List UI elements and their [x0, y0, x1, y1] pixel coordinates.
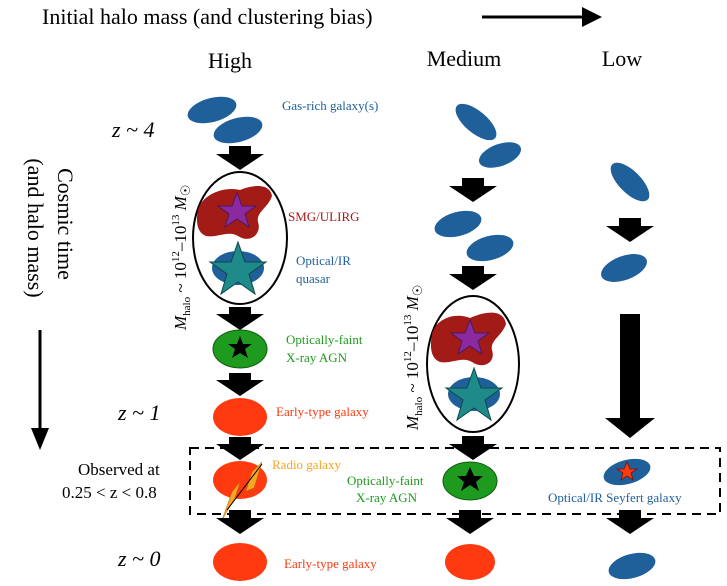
- medium-halo-ellipse: [426, 295, 520, 433]
- medium-arrow-2: [449, 266, 497, 290]
- label-xray-med-1: Optically-faint: [347, 473, 424, 488]
- low-seyfert-star: [615, 460, 639, 481]
- low-gas-galaxy-z0: [608, 552, 656, 580]
- high-early-type-z1: [213, 398, 267, 436]
- medium-smg-star: [449, 318, 491, 356]
- medium-xray-star: [457, 467, 483, 491]
- high-smg-star: [216, 191, 258, 229]
- label-quasar-2: quasar: [296, 271, 331, 286]
- high-xray-star: [228, 336, 252, 358]
- observed-line2: 0.25 < z < 0.8: [62, 483, 157, 502]
- high-arrow-4: [216, 437, 264, 460]
- observed-line1: Observed at: [78, 460, 160, 479]
- label-xray-high-2: X-ray AGN: [286, 350, 348, 365]
- cosmic-time-arrow: [31, 330, 49, 450]
- top-axis-label: Initial halo mass (and clustering bias): [42, 4, 373, 29]
- medium-arrow-3: [449, 436, 497, 460]
- high-halo-ellipse: [192, 171, 288, 305]
- low-arrow-1: [606, 218, 654, 242]
- high-gas-galaxies: [187, 96, 263, 144]
- medium-arrow-1: [449, 178, 497, 202]
- label-quasar-1: Optical/IR: [296, 253, 351, 268]
- redshift-z1: z ~ 1: [117, 400, 160, 425]
- column-high: High: [208, 48, 252, 73]
- low-arrow-2: [606, 510, 654, 534]
- label-smg: SMG/ULIRG: [288, 209, 360, 224]
- label-xray-high-1: Optically-faint: [286, 332, 363, 347]
- high-quasar-star: [208, 240, 268, 296]
- label-early-type-z0: Early-type galaxy: [284, 556, 377, 571]
- column-medium: Medium: [427, 46, 502, 71]
- redshift-z4: z ~ 4: [111, 117, 154, 142]
- medium-gas-galaxies: [455, 103, 522, 168]
- label-early-type-z1: Early-type galaxy: [276, 404, 369, 419]
- label-gas-rich: Gas-rich galaxy(s): [282, 98, 378, 113]
- medium-quasar-star: [444, 366, 504, 422]
- cosmic-time-label: Cosmic time (and halo mass): [23, 158, 78, 297]
- medium-early-type-z0: [445, 544, 495, 580]
- label-xray-med-2: X-ray AGN: [356, 490, 418, 505]
- column-low: Low: [602, 46, 642, 71]
- low-gas-galaxy-1: [610, 162, 650, 202]
- top-axis-arrow: [482, 7, 602, 27]
- cosmic-time-line1: Cosmic time: [53, 168, 78, 280]
- high-arrow-1: [216, 146, 264, 170]
- label-radio: Radio galaxy: [272, 457, 341, 472]
- medium-halo-mass-label: Mhalo ~ 1012–1013 M☉: [402, 285, 425, 431]
- high-early-type-z0: [213, 543, 267, 581]
- high-arrow-2: [216, 307, 264, 330]
- cosmic-time-line2: (and halo mass): [23, 158, 48, 297]
- medium-gas-galaxies-2: [434, 210, 514, 262]
- low-arrow-long: [605, 314, 655, 438]
- high-arrow-5: [216, 510, 264, 534]
- medium-arrow-4: [446, 510, 494, 534]
- radio-jet-axis: [226, 463, 263, 511]
- high-halo-mass-label: Mhalo ~ 1012–1013 M☉: [170, 185, 193, 331]
- high-arrow-3: [216, 373, 264, 396]
- low-gas-galaxy-2: [601, 254, 647, 282]
- observed-epoch-box: [189, 447, 721, 515]
- label-seyfert: Optical/IR Seyfert galaxy: [548, 490, 682, 505]
- redshift-z0: z ~ 0: [117, 546, 160, 571]
